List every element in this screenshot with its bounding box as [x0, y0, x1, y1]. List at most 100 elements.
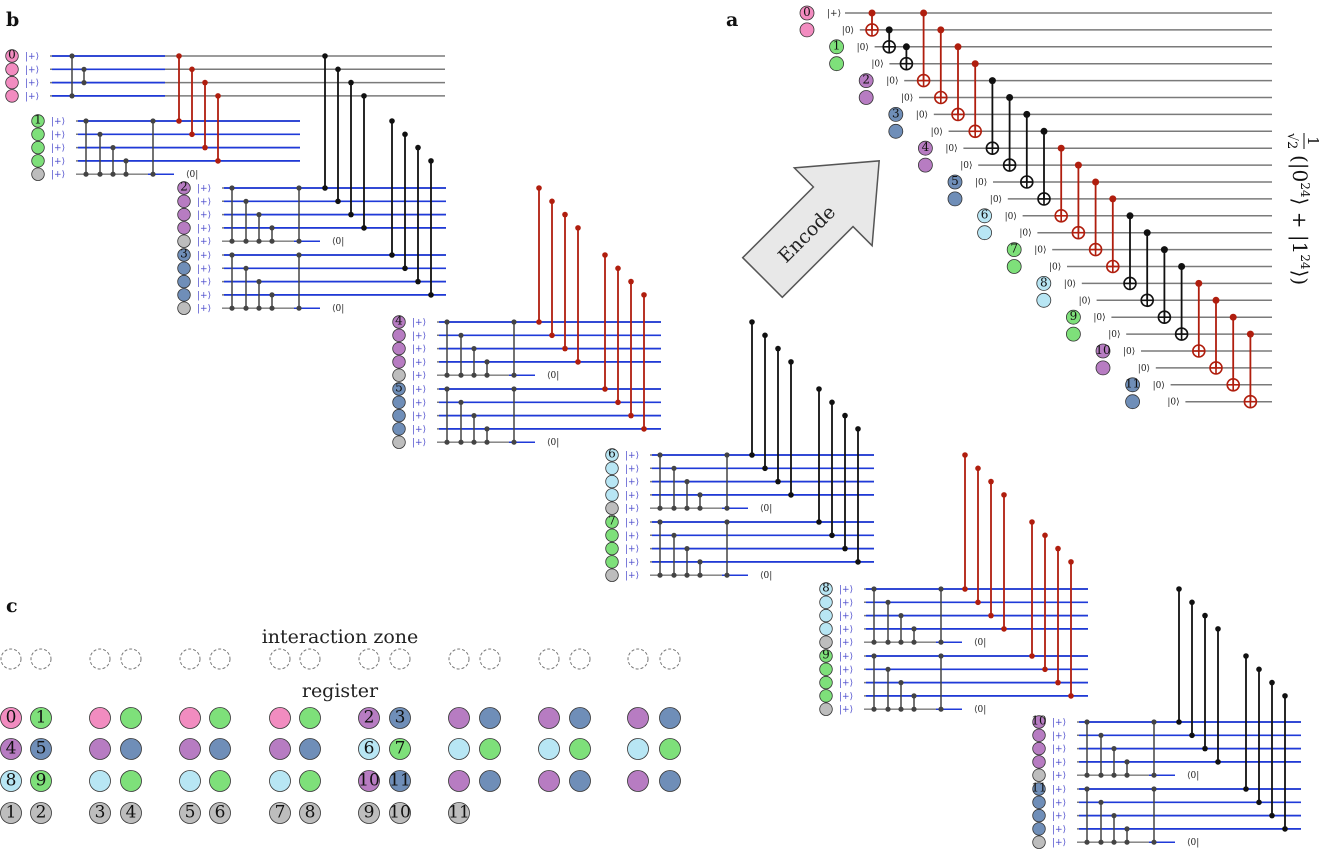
ball-circle — [392, 382, 406, 396]
interaction-site — [569, 648, 591, 670]
block-atom — [819, 622, 833, 636]
block-atom: 10 — [1031, 714, 1047, 729]
stabilizer-dot — [1084, 719, 1090, 725]
stabilizer-dot — [150, 118, 156, 124]
ball-label: 4 — [922, 140, 930, 154]
cnot-control — [1160, 246, 1168, 254]
ball-circle — [209, 802, 231, 824]
ball-circle — [1095, 360, 1111, 376]
block-atom — [392, 368, 406, 382]
transversal-control — [562, 211, 568, 218]
logical-qubit-partner — [1036, 292, 1052, 308]
ball-circle — [30, 802, 52, 824]
transversal-target — [575, 359, 581, 365]
ket-logical: |+⟩ — [625, 491, 639, 501]
transversal-control — [335, 66, 341, 73]
stabilizer-dot — [1111, 839, 1117, 845]
transversal-target — [1055, 679, 1061, 686]
ket-logical: |+⟩ — [412, 425, 426, 435]
cnot-control — [1006, 94, 1014, 101]
ball-circle — [819, 675, 833, 690]
ket-logical: |+⟩ — [412, 358, 426, 368]
ball-circle — [0, 707, 22, 729]
stabilizer-dot — [1124, 759, 1130, 765]
ball-circle — [659, 738, 681, 760]
ball-circle — [627, 707, 649, 729]
block-atom — [5, 75, 19, 90]
ancilla-measure: ⟨0| — [760, 504, 772, 514]
cnot-control — [1178, 263, 1186, 270]
transversal-control — [1189, 599, 1195, 606]
ball-circle — [605, 474, 619, 489]
ket-logical: |+⟩ — [197, 184, 211, 194]
cnot-control — [885, 26, 893, 34]
register-atom — [269, 738, 291, 760]
logical-qubit-partner — [799, 22, 815, 38]
block-atom — [1032, 795, 1046, 810]
ball-label: 7 — [1010, 242, 1018, 256]
ball-circle — [392, 368, 406, 382]
stabilizer-dot — [69, 93, 75, 99]
ghz-state-formula: 1 √2 (|024⟩ + |124⟩) — [1284, 133, 1322, 285]
stabilizer-dot — [511, 372, 517, 378]
ket-physical: |0⟩ — [1079, 296, 1091, 306]
register-atom — [120, 707, 142, 729]
ball-label: 8 — [822, 581, 830, 595]
transversal-target — [549, 332, 555, 339]
stabilizer-dot — [123, 171, 129, 177]
transversal-target — [202, 144, 208, 151]
transversal-control — [816, 386, 822, 392]
block-atom — [819, 689, 833, 703]
register-atom — [448, 738, 470, 760]
stabilizer-dot — [671, 465, 677, 471]
register-atom — [479, 707, 501, 729]
ball-circle — [1066, 326, 1081, 342]
logical-qubit-6: 6 — [977, 208, 992, 224]
stabilizer-dot — [97, 171, 103, 177]
stabilizer-dot — [1111, 746, 1117, 752]
ball-circle — [1032, 715, 1046, 729]
interaction-site — [179, 648, 201, 670]
stabilizer-dot — [1084, 772, 1090, 778]
register-atom: 6 — [358, 738, 380, 760]
logical-qubit-partner — [858, 90, 874, 105]
transversal-control — [1256, 666, 1262, 673]
ball-circle — [819, 622, 833, 636]
ball-circle — [5, 49, 19, 63]
cnot-target — [1123, 276, 1137, 291]
transversal-control — [749, 319, 755, 325]
block-atom — [31, 127, 45, 142]
transversal-target — [855, 559, 861, 565]
register-atom: 3 — [389, 707, 411, 729]
ball-circle — [392, 422, 406, 436]
ball-circle — [627, 738, 649, 760]
transversal-control — [189, 66, 195, 73]
register-atom: 4 — [120, 802, 142, 824]
ball-label: 9 — [1070, 309, 1078, 323]
ball-circle — [358, 707, 380, 729]
ket-logical: |+⟩ — [25, 65, 39, 75]
ket-logical: |+⟩ — [25, 52, 39, 62]
ket-logical: |+⟩ — [1052, 718, 1066, 728]
ball-circle — [177, 221, 191, 235]
stabilizer-dot — [256, 305, 262, 311]
ball-circle — [120, 738, 142, 760]
ball-circle — [569, 770, 591, 792]
stabilizer-dot — [484, 426, 490, 432]
register-atom — [538, 738, 560, 760]
ket-logical: |+⟩ — [839, 665, 853, 675]
transversal-target — [1068, 693, 1074, 699]
transversal-control — [1068, 559, 1074, 565]
cnot-control — [971, 60, 979, 68]
ball-label: 2 — [862, 73, 870, 87]
ket-logical: |+⟩ — [625, 518, 639, 528]
ball-circle — [5, 75, 19, 90]
stabilizer-dot — [229, 252, 235, 258]
cnot-control — [1126, 212, 1134, 220]
stabilizer-dot — [229, 305, 235, 311]
cnot-target — [1054, 209, 1068, 223]
ball-circle — [605, 515, 619, 529]
cnot-control — [1074, 161, 1082, 169]
stabilizer-dot — [269, 292, 275, 298]
cnot-target — [985, 141, 1000, 155]
